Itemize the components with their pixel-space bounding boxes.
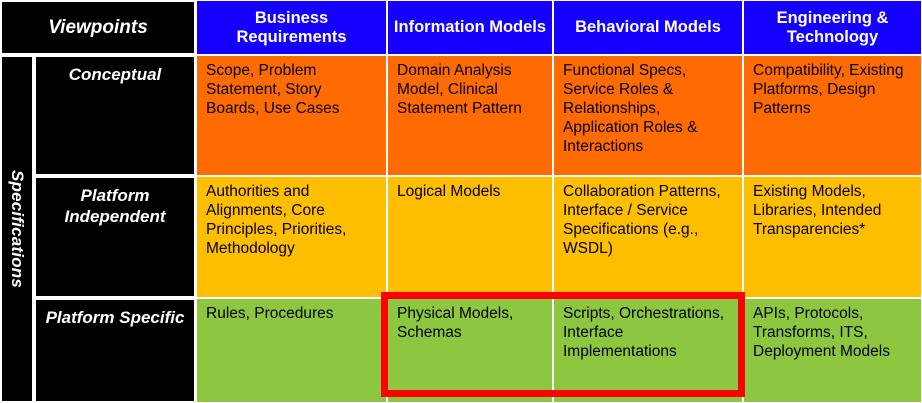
cell-text: Logical Models bbox=[397, 183, 501, 200]
column-header-label: Information Models bbox=[393, 18, 547, 37]
viewpoints-axis-label: Viewpoints bbox=[0, 0, 196, 55]
cell-text: Rules, Procedures bbox=[206, 305, 334, 322]
column-header-label: Engineering & Technology bbox=[776, 9, 889, 46]
specifications-axis-label: Specifications bbox=[0, 55, 34, 403]
cell-conceptual-information-models: Domain Analysis Model, Clinical Statemen… bbox=[387, 55, 553, 176]
column-header-label: Business Requirements bbox=[236, 9, 347, 46]
cell-text: Scope, Problem Statement, Story Boards, … bbox=[206, 62, 340, 117]
cell-conceptual-business-requirements: Scope, Problem Statement, Story Boards, … bbox=[196, 55, 387, 176]
column-header-engineering-technology: Engineering & Technology bbox=[743, 0, 922, 55]
cell-text: Physical Models, Schemas bbox=[397, 305, 514, 341]
cell-platform-specific-information-models: Physical Models, Schemas bbox=[387, 298, 553, 403]
cell-text: Scripts, Orchestrations, Interface Imple… bbox=[563, 305, 725, 360]
cell-conceptual-behavioral-models: Functional Specs, Service Roles & Relati… bbox=[553, 55, 743, 176]
cell-text: Collaboration Patterns, Interface / Serv… bbox=[563, 183, 721, 257]
cell-platform-independent-engineering-technology: Existing Models, Libraries, Intended Tra… bbox=[743, 176, 922, 298]
column-header-business-requirements: Business Requirements bbox=[196, 0, 387, 55]
row-header-label: Conceptual bbox=[68, 65, 162, 84]
cell-text: APIs, Protocols, Transforms, ITS, Deploy… bbox=[753, 305, 890, 360]
cell-platform-specific-engineering-technology: APIs, Protocols, Transforms, ITS, Deploy… bbox=[743, 298, 922, 403]
cell-text: Domain Analysis Model, Clinical Statemen… bbox=[397, 62, 522, 117]
row-header-platform-independent: Platform Independent bbox=[34, 176, 196, 298]
row-header-conceptual: Conceptual bbox=[34, 55, 196, 176]
column-header-label: Behavioral Models bbox=[575, 18, 721, 37]
column-header-information-models: Information Models bbox=[387, 0, 553, 55]
cell-text: Existing Models, Libraries, Intended Tra… bbox=[753, 183, 882, 238]
cell-conceptual-engineering-technology: Compatibility, Existing Platforms, Desig… bbox=[743, 55, 922, 176]
cell-text: Functional Specs, Service Roles & Relati… bbox=[563, 62, 698, 155]
row-header-label: Platform Specific bbox=[45, 308, 185, 327]
cell-platform-independent-information-models: Logical Models bbox=[387, 176, 553, 298]
cell-platform-independent-business-requirements: Authorities and Alignments, Core Princip… bbox=[196, 176, 387, 298]
viewpoints-axis-text: Viewpoints bbox=[48, 16, 148, 38]
cell-text: Compatibility, Existing Platforms, Desig… bbox=[753, 62, 904, 117]
cell-platform-specific-behavioral-models: Scripts, Orchestrations, Interface Imple… bbox=[553, 298, 743, 403]
cell-text: Authorities and Alignments, Core Princip… bbox=[206, 183, 347, 257]
specifications-axis-text: Specifications bbox=[8, 169, 27, 289]
cell-platform-independent-behavioral-models: Collaboration Patterns, Interface / Serv… bbox=[553, 176, 743, 298]
row-header-label: Platform Independent bbox=[64, 186, 166, 226]
cell-platform-specific-business-requirements: Rules, Procedures bbox=[196, 298, 387, 403]
column-header-behavioral-models: Behavioral Models bbox=[553, 0, 743, 55]
row-header-platform-specific: Platform Specific bbox=[34, 298, 196, 403]
